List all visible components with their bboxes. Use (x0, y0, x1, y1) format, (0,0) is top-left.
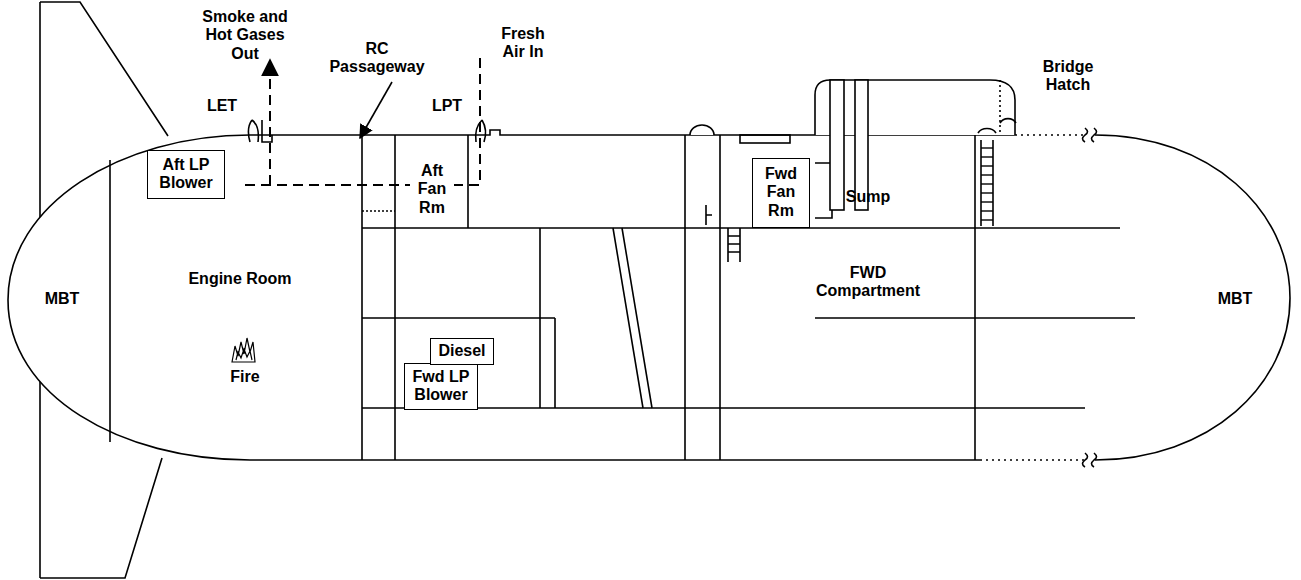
ladder-rung (981, 183, 993, 184)
node-text: Fwd Fan Rm (759, 165, 803, 220)
fwd-hull (1095, 135, 1290, 460)
hull-break (980, 135, 1085, 460)
exhaust-arrow (269, 60, 271, 185)
stair (613, 228, 652, 408)
part-label: Fire (220, 368, 270, 386)
periscope (830, 80, 844, 210)
bulkheads (362, 135, 468, 460)
ladder (981, 140, 993, 226)
equipment-box: Fwd LP Blower (404, 363, 478, 410)
let-hatch (248, 120, 272, 142)
fire-symbol (232, 338, 255, 362)
ladder-rung (981, 219, 993, 220)
part-label: LET (202, 97, 242, 115)
part-label: MBT (37, 290, 87, 308)
hull-bottom (250, 459, 980, 461)
part-label: MBT (1210, 290, 1260, 308)
ladder-rung (981, 192, 993, 193)
part-label: Smoke and Hot Gases Out (197, 8, 293, 63)
part-label: RC Passageway (327, 40, 427, 77)
node-text: Aft LP Blower (153, 156, 219, 193)
aft-bulkhead (109, 160, 111, 442)
fwd-bulkhead (974, 135, 976, 460)
part-label: Engine Room (175, 270, 305, 288)
aft-hull (8, 135, 250, 460)
ladder-rung (981, 201, 993, 202)
ladder-rung (981, 147, 993, 148)
lower-hatch (978, 128, 996, 133)
rc-passage-line (362, 210, 395, 212)
equipment-box: Fwd Fan Rm (752, 158, 810, 228)
node-text: Fwd LP Blower (409, 368, 473, 405)
deck-fitting (740, 135, 790, 143)
part-label: FWD Compartment (813, 264, 923, 301)
equipment-box: Diesel (430, 338, 494, 365)
door (706, 205, 712, 225)
equipment-box: Aft LP Blower (147, 150, 225, 199)
break-marks (1083, 128, 1097, 467)
ladder-rungs (981, 148, 993, 220)
ladder-rung (981, 156, 993, 157)
leader-arrow (360, 82, 392, 138)
ladder-rung (981, 174, 993, 175)
compartment-label: Aft Fan Rm (410, 162, 454, 218)
part-label: Bridge Hatch (1036, 58, 1100, 95)
sail (815, 80, 1015, 135)
part-label: LPT (427, 97, 467, 115)
node-text: Aft Fan Rm (410, 162, 454, 217)
hatch (690, 125, 714, 135)
node-text: Diesel (434, 342, 490, 360)
ladder-rung (981, 165, 993, 166)
ladder (728, 228, 740, 262)
ladder-rung (981, 210, 993, 211)
trunk (685, 135, 720, 460)
part-label: Sump (843, 188, 893, 206)
bridge-hatch (1000, 119, 1016, 123)
bridge-trunk (999, 80, 1001, 135)
part-label: Fresh Air In (492, 25, 554, 62)
partitions (540, 228, 555, 408)
